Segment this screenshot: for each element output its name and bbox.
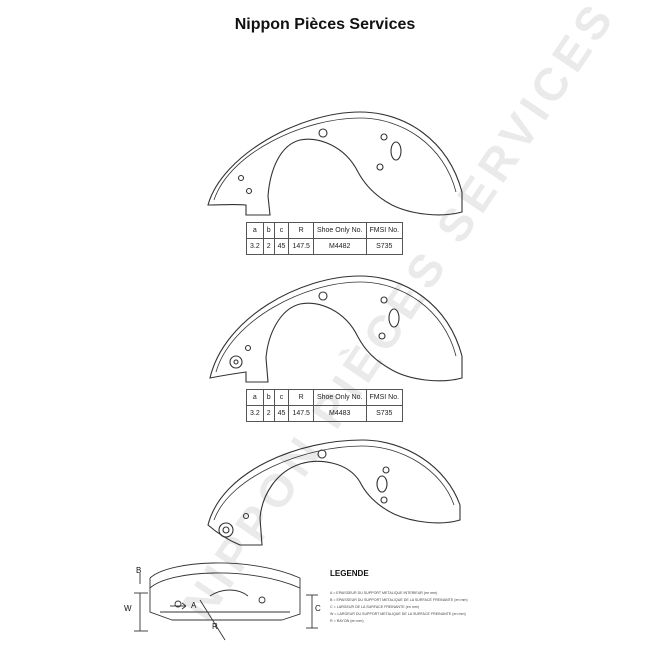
table-cell: S735: [365, 405, 404, 422]
table-header-cell: b: [262, 222, 275, 239]
table-header-cell: b: [262, 389, 275, 406]
dimension-label-c: C: [315, 604, 321, 613]
table-header-cell: FMSI No.: [365, 222, 404, 239]
table-header-cell: Shoe Only No.: [312, 389, 367, 406]
brake-shoe-3: [207, 439, 461, 546]
brake-shoe-1: [207, 111, 463, 216]
table-row: 3.2 2 45 147.5 M4482 S735: [246, 238, 404, 255]
table-header-row: a b c R Shoe Only No. FMSI No.: [246, 222, 404, 239]
table-cell: M4482: [312, 238, 367, 255]
table-cell: 2: [262, 238, 275, 255]
table-cell: 3.2: [246, 238, 264, 255]
table-cell: 147.5: [288, 238, 314, 255]
page-title: Nippon Pièces Services: [234, 16, 416, 33]
spec-table-2: a b c R Shoe Only No. FMSI No. 3.2 2 45 …: [246, 389, 404, 422]
brake-shoe-2: [209, 275, 463, 383]
table-cell: M4483: [312, 405, 367, 422]
legend-title: LEGENDE: [330, 569, 369, 578]
table-header-cell: a: [246, 222, 264, 239]
legend-list: A = EPAISSEUR DU SUPPORT METALIQUE INTER…: [330, 590, 468, 625]
dimension-label-a: A: [191, 601, 197, 610]
legend-item: W = LARGEUR DU SUPPORT METALIQUE DE LA S…: [330, 612, 466, 616]
dimension-label-r: R: [212, 622, 218, 631]
legend-item: A = EPAISSEUR DU SUPPORT METALIQUE INTER…: [330, 591, 438, 595]
legend-item: R = RAYON (en mm): [330, 619, 364, 623]
table-header-cell: FMSI No.: [365, 389, 404, 406]
table-header-cell: c: [273, 222, 290, 239]
table-cell: 3.2: [246, 405, 264, 422]
table-header-cell: R: [288, 389, 314, 406]
table-cell: 2: [262, 405, 275, 422]
table-header-cell: a: [246, 389, 264, 406]
table-header-cell: Shoe Only No.: [312, 222, 367, 239]
table-cell: 45: [273, 238, 290, 255]
dimension-label-w: W: [124, 604, 132, 613]
spec-table-1: a b c R Shoe Only No. FMSI No. 3.2 2 45 …: [246, 222, 404, 255]
legend-item: B = EPAISSEUR DU SUPPORT METALIQUE DE LA…: [330, 598, 468, 602]
table-cell: 147.5: [288, 405, 314, 422]
table-header-cell: c: [273, 389, 290, 406]
section-drawing: [134, 562, 318, 641]
table-header-row: a b c R Shoe Only No. FMSI No.: [246, 389, 404, 406]
dimension-label-b: B: [136, 566, 142, 575]
table-cell: S735: [365, 238, 404, 255]
legend-item: C = LARGEUR DE LA SURFACE FREINANTE (en …: [330, 605, 419, 609]
table-header-cell: R: [288, 222, 314, 239]
table-cell: 45: [273, 405, 290, 422]
table-row: 3.2 2 45 147.5 M4483 S735: [246, 405, 404, 422]
